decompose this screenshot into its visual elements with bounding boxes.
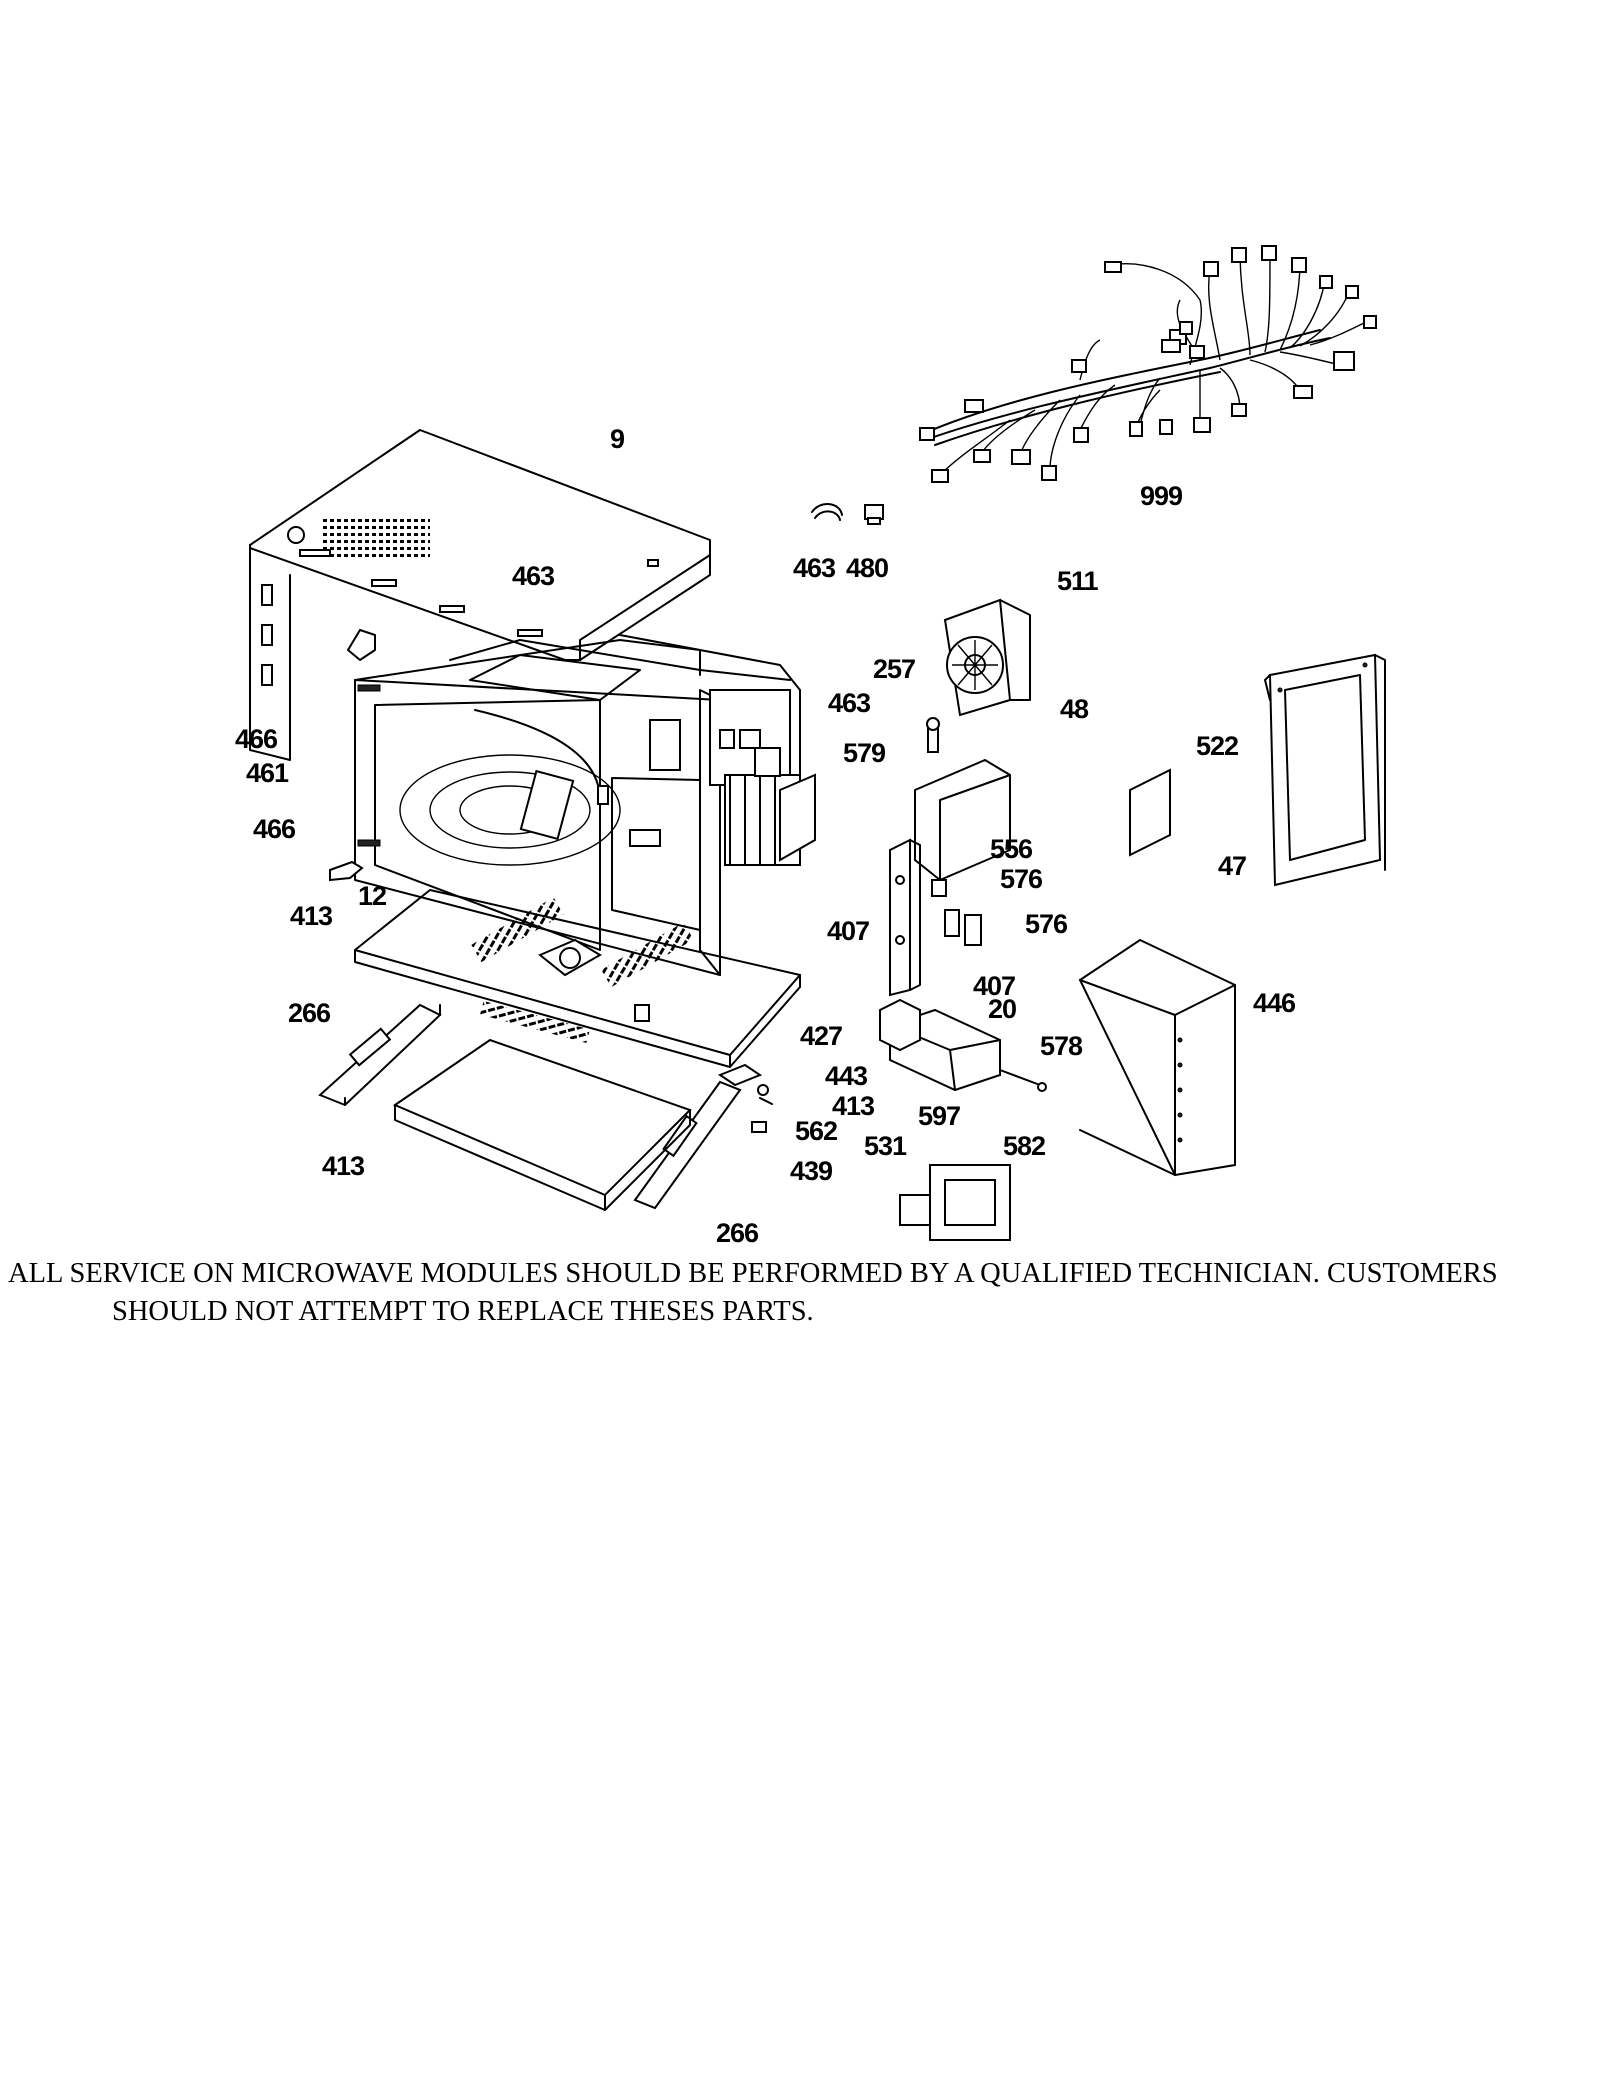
callout-12: 12 xyxy=(358,881,386,911)
side-cover-446 xyxy=(1078,938,1236,1177)
cavity-base-plate xyxy=(354,889,801,1068)
callout-562: 562 xyxy=(795,1116,837,1146)
callout-266: 266 xyxy=(716,1218,759,1248)
callout-266: 266 xyxy=(288,998,331,1028)
small-fasteners xyxy=(717,1063,773,1133)
callout-47: 47 xyxy=(1218,851,1246,881)
drip-tray-413 xyxy=(392,1038,692,1211)
callout-413: 413 xyxy=(322,1151,365,1181)
cap-clamp-407 xyxy=(879,998,921,1052)
hinge-12 xyxy=(329,860,364,882)
callout-labels: 9 999 463 480 463 511 257 463 48 466 461… xyxy=(235,424,1297,1248)
knob-480 xyxy=(864,504,884,525)
callout-407: 407 xyxy=(973,971,1015,1001)
callout-20: 20 xyxy=(988,994,1016,1024)
callout-556: 556 xyxy=(990,834,1033,864)
callout-578: 578 xyxy=(1040,1031,1083,1061)
service-notice: ALL SERVICE ON MICROWAVE MODULES SHOULD … xyxy=(8,1255,1598,1331)
magnetron-579 xyxy=(724,747,816,866)
callout-999: 999 xyxy=(1140,481,1183,511)
callout-407: 407 xyxy=(827,916,869,946)
callout-522: 522 xyxy=(1196,731,1238,761)
callout-48: 48 xyxy=(1060,694,1089,724)
callout-413: 413 xyxy=(832,1091,875,1121)
outer-case-cover-9 xyxy=(249,429,711,761)
back-panel-47 xyxy=(1264,653,1386,887)
callout-480: 480 xyxy=(846,553,888,583)
callout-9: 9 xyxy=(610,424,625,454)
wire-harness-999 xyxy=(919,245,1377,483)
fan-motor-511 xyxy=(943,598,1031,717)
callout-257: 257 xyxy=(873,654,915,684)
callout-463: 463 xyxy=(512,561,555,591)
callout-463: 463 xyxy=(793,553,836,583)
notice-line-1: ALL SERVICE ON MICROWAVE MODULES SHOULD … xyxy=(8,1258,1498,1289)
switch-bracket-407 xyxy=(889,838,982,997)
bracket-466 xyxy=(347,629,376,661)
callout-466: 466 xyxy=(253,814,296,844)
callout-443: 443 xyxy=(825,1061,868,1091)
rail-266-left xyxy=(318,1003,442,1107)
callout-576: 576 xyxy=(1000,864,1043,894)
callout-463: 463 xyxy=(828,688,871,718)
oven-cavity-frame xyxy=(354,639,721,976)
transformer-531 xyxy=(899,1164,1011,1241)
callout-597: 597 xyxy=(918,1101,960,1131)
callout-511: 511 xyxy=(1057,566,1099,596)
notice-line-2: SHOULD NOT ATTEMPT TO REPLACE THESES PAR… xyxy=(112,1296,814,1327)
callout-413: 413 xyxy=(290,901,333,931)
callout-461: 461 xyxy=(246,758,289,788)
insulation-sheet-522 xyxy=(1129,768,1171,857)
callout-576: 576 xyxy=(1025,909,1068,939)
clip-463 xyxy=(811,503,843,521)
callout-446: 446 xyxy=(1253,988,1296,1018)
callout-427: 427 xyxy=(800,1021,842,1051)
waveguide-556 xyxy=(914,717,1011,882)
callout-439: 439 xyxy=(790,1156,833,1186)
callout-579: 579 xyxy=(843,738,886,768)
callout-582: 582 xyxy=(1003,1131,1045,1161)
callout-531: 531 xyxy=(864,1131,907,1161)
callout-466: 466 xyxy=(235,724,278,754)
